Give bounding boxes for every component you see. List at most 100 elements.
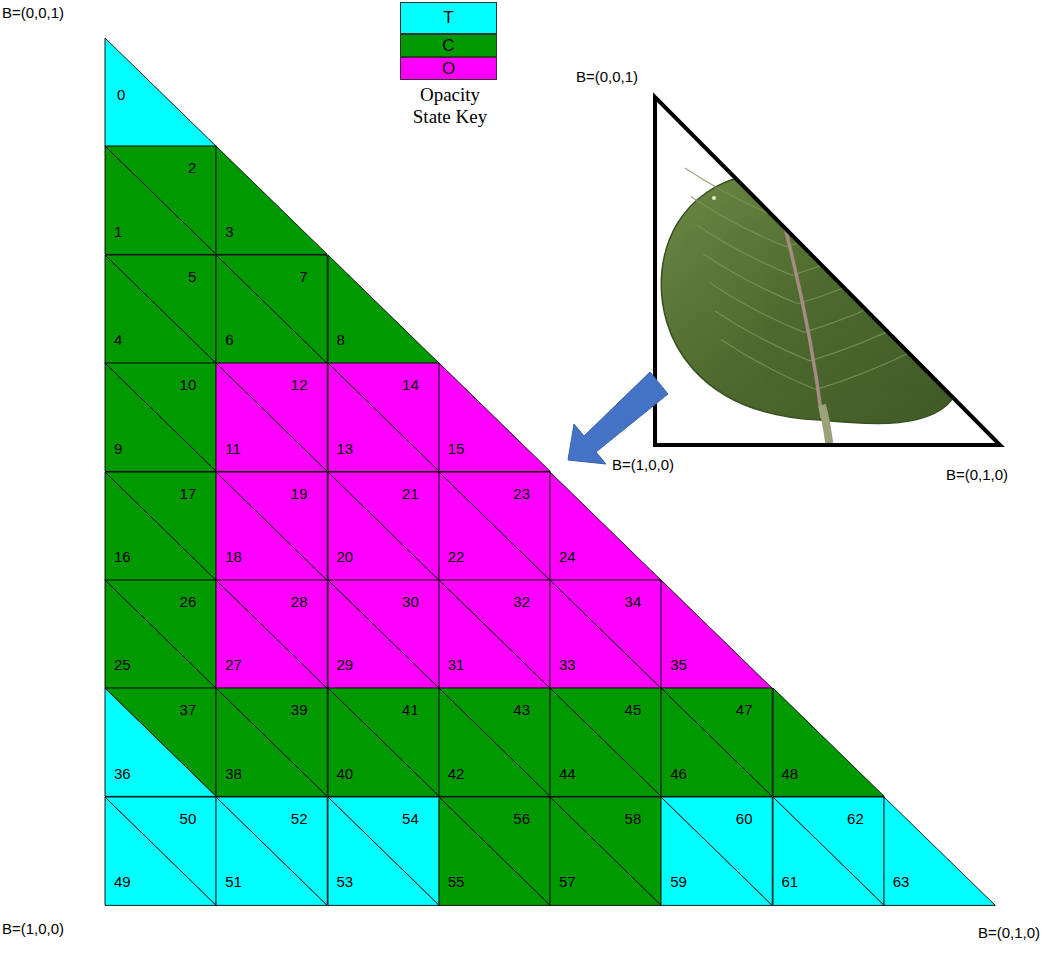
- triangle-number: 46: [670, 765, 687, 783]
- triangle-number: 36: [114, 765, 131, 783]
- triangle-number: 56: [513, 810, 530, 828]
- triangle-fill: [216, 797, 327, 905]
- triangle-fill: [216, 688, 327, 796]
- corner-label: B=(1,0,0): [612, 456, 674, 474]
- triangle-fill: [105, 472, 216, 580]
- triangle-fill: [216, 580, 327, 688]
- triangle-number: 29: [337, 656, 354, 674]
- triangle-fill: [105, 688, 216, 796]
- state-triangle: 63: [884, 797, 995, 905]
- triangle-fill: [105, 580, 216, 688]
- triangle-number: 48: [782, 765, 799, 783]
- leaf-spot: [712, 196, 716, 200]
- triangle-fill: [216, 255, 327, 363]
- triangle-number: 27: [225, 656, 242, 674]
- triangle-number: 9: [114, 440, 122, 458]
- triangle-fill: [773, 797, 884, 905]
- leaf-midrib: [772, 180, 822, 418]
- triangle-fill: [105, 146, 216, 254]
- triangle-fill: [550, 688, 661, 796]
- triangle-number: 0: [117, 86, 125, 104]
- triangle-number: 61: [782, 873, 799, 891]
- leaf-vein: [721, 339, 816, 389]
- triangle-fill: [328, 255, 439, 363]
- triangle-number: 44: [559, 765, 576, 783]
- triangle-number: 14: [402, 376, 419, 394]
- triangle-number: 39: [291, 701, 308, 719]
- triangle-fill: [216, 472, 327, 580]
- triangle-number: 50: [180, 810, 197, 828]
- triangle-fill: [105, 146, 216, 254]
- label-anchor: Opacity State Key: [402, 84, 498, 128]
- triangle-fill: [439, 688, 550, 796]
- state-triangle: 48: [773, 688, 884, 796]
- corner-label: B=(0,0,1): [2, 4, 64, 22]
- triangle-number: 13: [337, 440, 354, 458]
- state-triangle: 35: [661, 580, 772, 688]
- leaf-blade: [661, 173, 955, 423]
- triangle-fill: [105, 255, 216, 363]
- triangle-fill: [550, 688, 661, 796]
- triangle-fill: [328, 363, 439, 471]
- leaf-frame: [655, 97, 1000, 445]
- triangle-number: 58: [625, 810, 642, 828]
- triangle-number: 20: [337, 548, 354, 566]
- triangle-fill: [328, 472, 439, 580]
- triangle-number: 45: [625, 701, 642, 719]
- triangle-fill: [105, 797, 216, 905]
- triangle-number: 26: [180, 593, 197, 611]
- triangle-number: 32: [513, 593, 530, 611]
- triangle-number: 47: [736, 701, 753, 719]
- triangle-number: 43: [513, 701, 530, 719]
- triangle-fill: [884, 797, 995, 905]
- triangle-number: 42: [448, 765, 465, 783]
- triangle-fill: [439, 472, 550, 580]
- triangle-number: 57: [559, 873, 576, 891]
- legend-swatch: C: [400, 34, 497, 57]
- triangle-fill: [105, 580, 216, 688]
- triangle-fill: [328, 797, 439, 905]
- label-anchor: B=(0,1,0): [946, 466, 1008, 484]
- triangle-number: 37: [180, 701, 197, 719]
- label-anchor: B=(1,0,0): [612, 456, 674, 474]
- corner-label: B=(0,0,1): [576, 68, 638, 86]
- triangle-number: 21: [402, 485, 419, 503]
- state-triangle: 15: [439, 363, 550, 471]
- triangle-number: 41: [402, 701, 419, 719]
- triangle-fill: [105, 472, 216, 580]
- legend-title: Opacity State Key: [402, 84, 498, 128]
- triangle-fill: [439, 797, 550, 905]
- triangle-fill: [773, 797, 884, 905]
- triangle-number: 24: [559, 548, 576, 566]
- triangle-number: 53: [337, 873, 354, 891]
- triangle-fill: [328, 580, 439, 688]
- legend-swatch: O: [400, 57, 497, 80]
- triangle-number: 16: [114, 548, 131, 566]
- triangle-fill: [439, 580, 550, 688]
- mapping-arrow: [568, 372, 668, 464]
- triangle-fill: [439, 363, 550, 471]
- triangle-fill: [216, 146, 327, 254]
- triangle-number: 4: [114, 331, 122, 349]
- triangle-number: 8: [337, 331, 345, 349]
- triangle-fill: [216, 688, 327, 796]
- triangle-fill: [105, 363, 216, 471]
- corner-label: B=(1,0,0): [2, 920, 64, 938]
- triangle-number: 23: [513, 485, 530, 503]
- triangle-number: 18: [225, 548, 242, 566]
- triangle-fill: [439, 580, 550, 688]
- triangle-fill: [439, 472, 550, 580]
- triangle-number: 55: [448, 873, 465, 891]
- triangle-number: 6: [225, 331, 233, 349]
- legend-swatch: T: [400, 2, 497, 34]
- triangle-number: 60: [736, 810, 753, 828]
- triangle-number: 63: [893, 873, 910, 891]
- triangle-number: 1: [114, 223, 122, 241]
- triangle-number: 62: [847, 810, 864, 828]
- leaf-vein: [786, 207, 886, 247]
- triangle-number: 25: [114, 656, 131, 674]
- triangle-fill: [328, 363, 439, 471]
- leaf-vein: [697, 225, 792, 275]
- leaf-vein: [703, 254, 798, 304]
- triangle-fill: [550, 472, 661, 580]
